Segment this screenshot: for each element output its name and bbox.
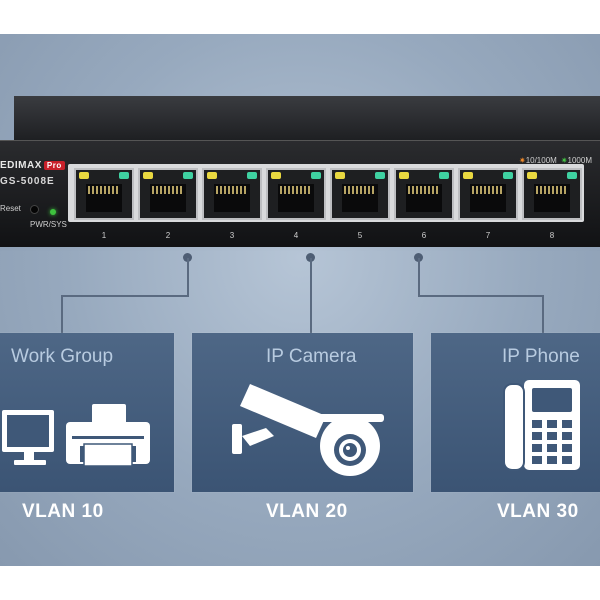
power-led	[50, 209, 56, 215]
link-led-amber	[79, 172, 89, 179]
ethernet-port-6[interactable]	[394, 168, 454, 220]
port-number-label: 4	[293, 231, 299, 240]
legend-high-speed: 1000M	[567, 156, 592, 165]
ip-camera-title: IP Camera	[266, 346, 357, 367]
link-led-amber	[143, 172, 153, 179]
link-led-green	[567, 172, 577, 179]
port-4-connector-dot	[306, 253, 315, 262]
vlan-30-label: VLAN 30	[497, 501, 579, 522]
legend-low-speed: 10/100M	[525, 156, 557, 165]
port-number-label: 6	[421, 231, 427, 240]
port-pins	[152, 186, 184, 194]
port-2-connector-dot	[183, 253, 192, 262]
ethernet-port-5[interactable]	[330, 168, 390, 220]
brand-badge: Pro	[43, 161, 65, 170]
reset-button[interactable]	[30, 205, 39, 214]
link-led-green	[183, 172, 193, 179]
port-pins	[408, 186, 440, 194]
ethernet-port-3[interactable]	[202, 168, 262, 220]
switch-model: GS-5008E	[0, 176, 55, 187]
switch-top-cover	[14, 96, 600, 142]
desk-phone-icon	[503, 380, 580, 471]
ethernet-port-4[interactable]	[266, 168, 326, 220]
port-number-label: 5	[357, 231, 363, 240]
link-led-green	[247, 172, 257, 179]
computer-and-printer-icon	[2, 404, 150, 467]
connector-line-camera	[310, 258, 312, 333]
port-pins	[88, 186, 120, 194]
port-number-label: 3	[229, 231, 235, 240]
connector-line-workgroup	[61, 295, 189, 297]
link-led-amber	[527, 172, 537, 179]
port-number-label: 8	[549, 231, 555, 240]
ethernet-port-1[interactable]	[74, 168, 134, 220]
link-led-amber	[399, 172, 409, 179]
link-led-green	[439, 172, 449, 179]
connector-line-phone	[418, 258, 420, 296]
security-camera-icon	[232, 384, 384, 476]
vlan-20-label: VLAN 20	[266, 501, 348, 522]
port-pins	[344, 186, 376, 194]
vlan-10-label: VLAN 10	[22, 501, 104, 522]
link-led-green	[311, 172, 321, 179]
ethernet-port-2[interactable]	[138, 168, 198, 220]
green-led-symbol: ✷	[560, 156, 568, 165]
link-led-green	[375, 172, 385, 179]
reset-label: Reset	[0, 204, 21, 213]
connector-line-phone	[418, 295, 544, 297]
ip-phone-title: IP Phone	[502, 346, 580, 367]
link-led-amber	[207, 172, 217, 179]
power-label: PWR/SYS	[30, 220, 67, 229]
port-pins	[280, 186, 312, 194]
link-led-green	[119, 172, 129, 179]
amber-led-symbol: ✷	[518, 156, 526, 165]
ethernet-port-7[interactable]	[458, 168, 518, 220]
workgroup-title: Work Group	[11, 346, 114, 367]
link-led-amber	[335, 172, 345, 179]
link-led-green	[503, 172, 513, 179]
connector-line-phone	[542, 295, 544, 333]
port-pins	[216, 186, 248, 194]
port-pins	[536, 186, 568, 194]
connector-line-workgroup	[61, 295, 63, 333]
port-6-connector-dot	[414, 253, 423, 262]
led-legend: ✷10/100M✷1000M	[519, 156, 592, 165]
port-number-label: 2	[165, 231, 171, 240]
link-led-amber	[463, 172, 473, 179]
ethernet-port-8[interactable]	[522, 168, 582, 220]
connector-line-workgroup	[187, 258, 189, 296]
port-pins	[472, 186, 504, 194]
link-led-amber	[271, 172, 281, 179]
port-number-label: 7	[485, 231, 491, 240]
brand-name: EDIMAX	[0, 160, 42, 171]
port-number-label: 1	[101, 231, 107, 240]
